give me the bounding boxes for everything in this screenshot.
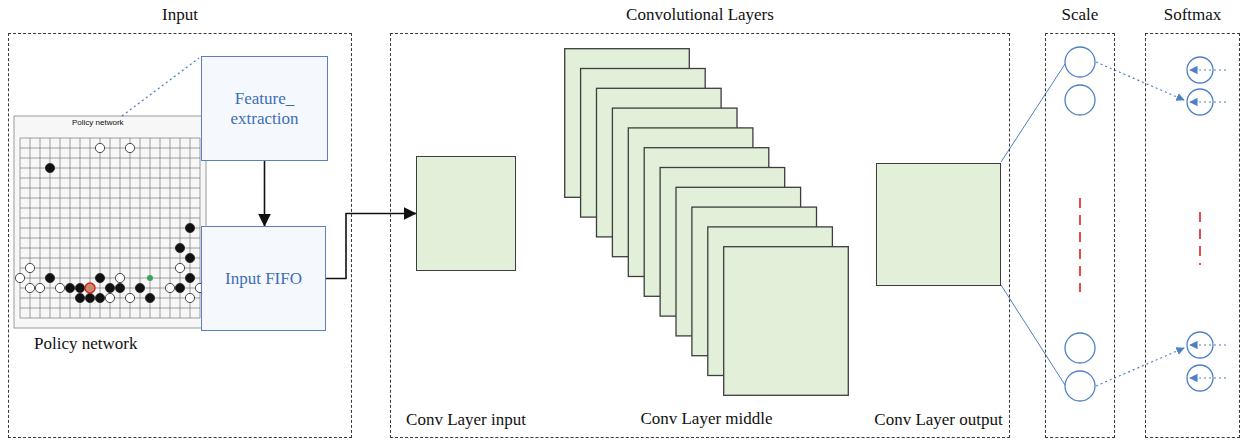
grid-line	[20, 258, 200, 259]
go-stone	[185, 273, 194, 282]
go-stone	[95, 293, 104, 302]
scale-neuron	[1065, 333, 1095, 363]
layer-label: Conv Layer output	[874, 410, 1002, 430]
grid-line	[20, 188, 200, 189]
scale-neuron	[1065, 85, 1095, 115]
dotted-arrow	[1096, 348, 1184, 386]
process-box: Input FIFO	[201, 226, 326, 331]
go-stone	[55, 283, 64, 292]
go-stone	[125, 293, 134, 302]
box-label: Feature_ extraction	[210, 89, 319, 128]
dotted-arrow	[1096, 62, 1184, 100]
go-stone	[185, 293, 194, 302]
go-stone	[95, 143, 104, 152]
go-stone	[185, 253, 194, 262]
grid-line	[20, 148, 200, 149]
go-stone	[115, 273, 124, 282]
go-stone	[175, 243, 184, 252]
dotted-arrow	[1190, 377, 1226, 378]
grid-line	[20, 248, 200, 249]
section-panel: Scale	[1045, 33, 1115, 438]
grid-line	[20, 178, 200, 179]
feature-map: Conv Layer output	[876, 163, 1001, 286]
go-stone	[135, 283, 144, 292]
grid-line	[20, 198, 200, 199]
go-stone	[165, 283, 174, 292]
grid-line	[20, 138, 200, 139]
grid-line	[20, 268, 200, 269]
grid-line	[20, 238, 200, 239]
layer-label: Conv Layer middle	[640, 409, 772, 429]
panel-title: Scale	[1026, 5, 1134, 25]
go-stone	[115, 283, 124, 292]
grid-line	[20, 228, 200, 229]
box-label: Input FIFO	[225, 269, 302, 289]
go-stone	[85, 293, 94, 302]
board-caption: Policy network	[34, 334, 137, 354]
panel-title: Softmax	[1126, 5, 1244, 25]
fan-line	[1001, 64, 1065, 162]
go-stone	[105, 283, 114, 292]
feature-map: Conv Layer input	[416, 156, 516, 271]
go-stone	[175, 283, 184, 292]
go-stone	[145, 293, 154, 302]
go-stone	[65, 283, 74, 292]
dotted-arrow	[1190, 101, 1226, 102]
stack-drawing	[564, 48, 849, 396]
scale-neuron	[1065, 47, 1095, 77]
feature-map	[724, 247, 849, 396]
ellipsis-dash	[1079, 198, 1081, 292]
go-stone	[185, 223, 194, 232]
grid-line	[20, 158, 200, 159]
move-marker	[147, 275, 153, 281]
grid-line	[20, 308, 200, 309]
go-stone	[175, 263, 184, 272]
go-stone	[25, 263, 34, 272]
ellipsis-dash	[1199, 212, 1201, 265]
board-title: Policy network	[72, 118, 124, 127]
dotted-arrow	[1190, 69, 1226, 70]
fan-line	[1001, 285, 1065, 385]
go-stone	[75, 283, 84, 292]
process-box: Feature_ extraction	[201, 56, 328, 161]
panel-title: Convolutional Layers	[371, 5, 1029, 25]
grid-line	[20, 218, 200, 219]
grid-line	[20, 208, 200, 209]
go-stone	[95, 273, 104, 282]
feature-map-stack: Conv Layer middle	[564, 48, 849, 396]
go-stone	[105, 293, 114, 302]
go-stone	[25, 283, 34, 292]
panel-title: Input	[0, 5, 371, 25]
go-stone	[35, 283, 44, 292]
flow-arrow	[326, 214, 416, 279]
go-stone	[15, 273, 24, 282]
section-panel: Softmax	[1145, 33, 1240, 438]
go-stone	[45, 273, 54, 282]
go-stone	[45, 163, 54, 172]
grid-line	[20, 318, 200, 319]
section-panel: Feature_ extractionInput FIFOInput	[8, 33, 352, 438]
go-board	[14, 116, 206, 328]
dotted-arrow	[1190, 344, 1226, 345]
go-stone	[75, 293, 84, 302]
flow-arrow	[264, 161, 266, 226]
leader-line	[122, 58, 199, 116]
section-panel: Conv Layer inputConv Layer middleConv La…	[390, 33, 1010, 438]
move-marker	[85, 283, 95, 293]
go-stone	[125, 143, 134, 152]
board-frame	[14, 116, 206, 328]
scale-neuron	[1065, 371, 1095, 401]
layer-label: Conv Layer input	[406, 410, 526, 430]
